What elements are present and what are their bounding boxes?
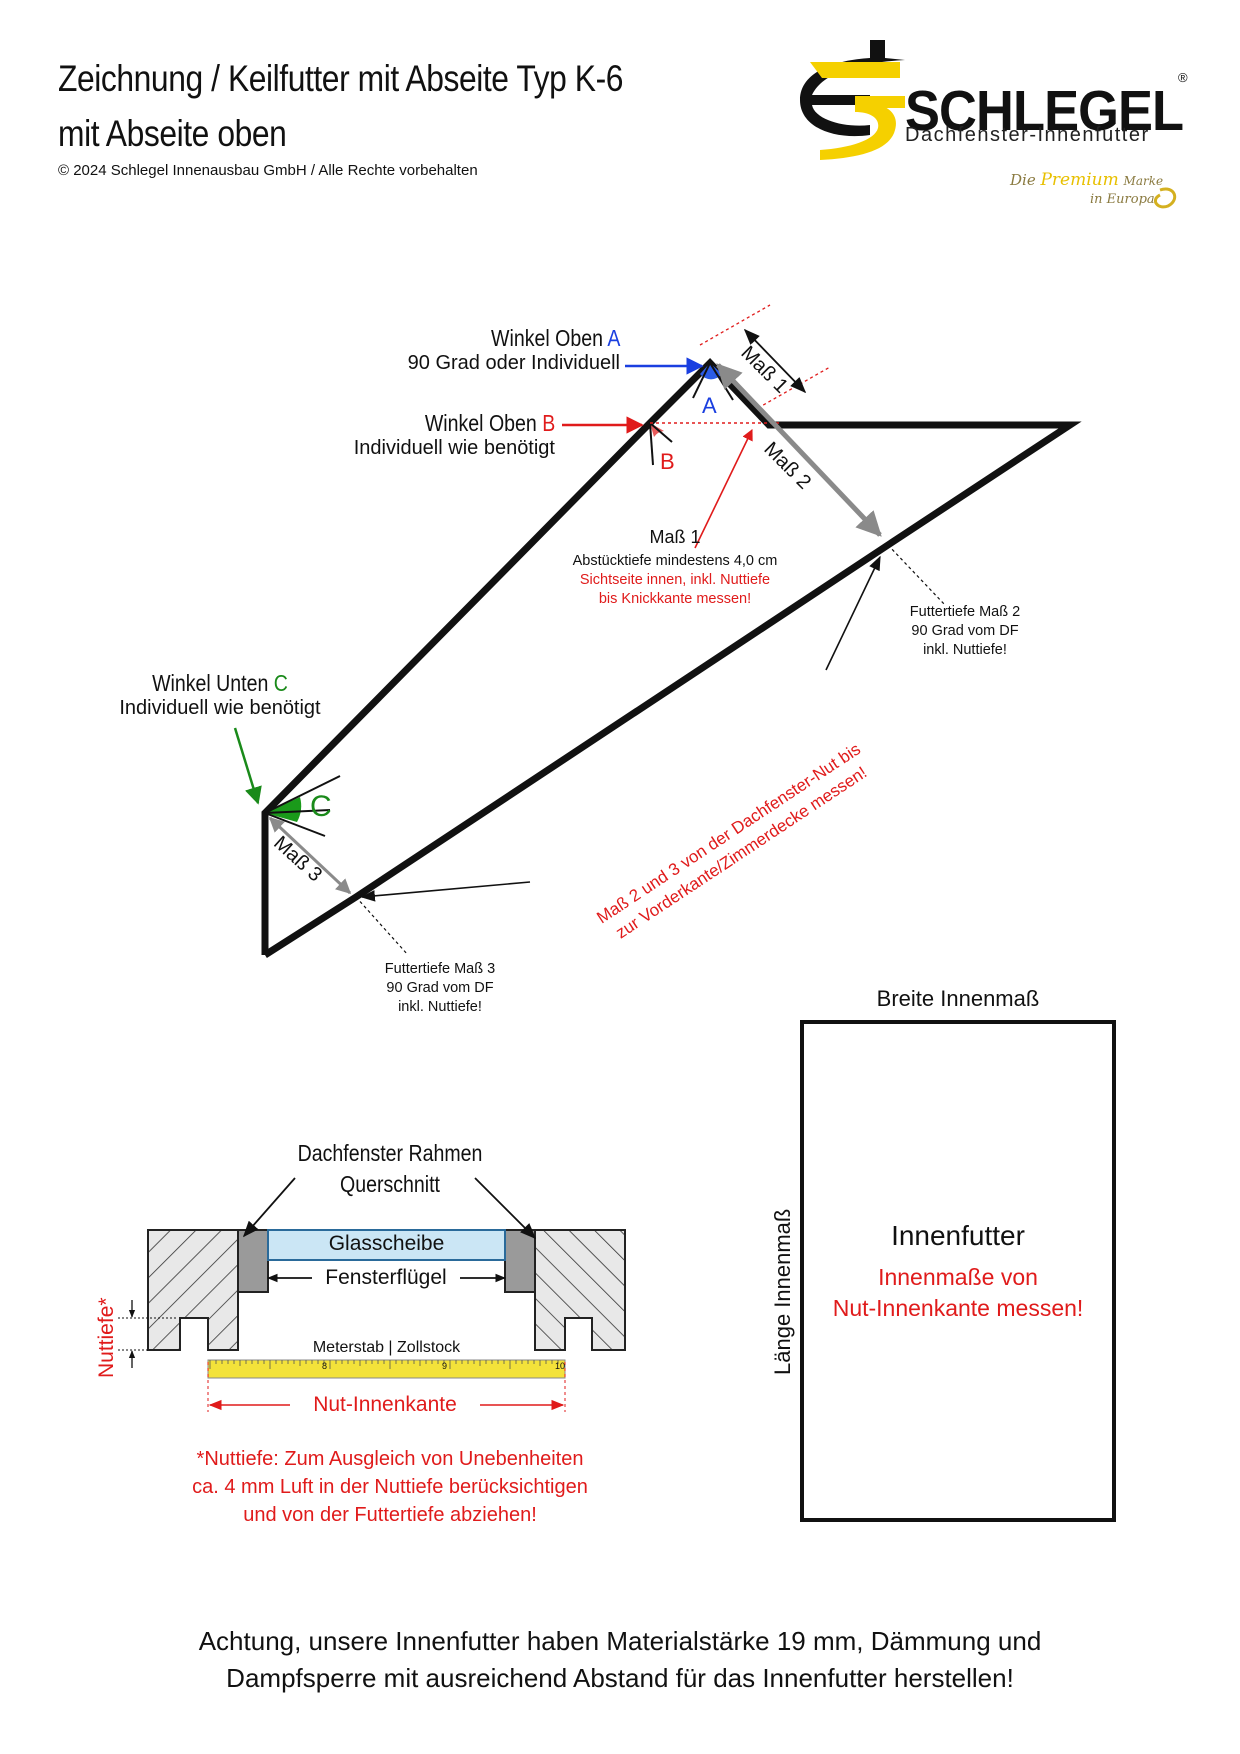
winkel-oben-a-title: Winkel Oben <box>490 325 603 351</box>
winkel-oben-b-letter: B <box>541 410 555 436</box>
winkel-oben-a-letter: A <box>606 325 620 351</box>
angle-a-letter: A <box>702 393 717 418</box>
mass3-ext-line <box>355 896 409 956</box>
mass2-ext-line <box>887 544 946 606</box>
frame-pointer-right <box>474 1177 537 1240</box>
sash-left <box>237 1229 269 1293</box>
innenfutter-title: Innenfutter <box>891 1220 1025 1251</box>
nuttiefe-note-line2: ca. 4 mm Luft in der Nuttiefe berücksich… <box>192 1476 588 1498</box>
page-title-line1: Zeichnung / Keilfutter mit Abseite Typ K… <box>58 58 624 99</box>
angle-b-letter: B <box>660 449 675 474</box>
futtertiefe2-line2: 90 Grad vom DF <box>911 623 1019 639</box>
nuttiefe-label: Nuttiefe* <box>95 1297 118 1378</box>
frame-pointer-left <box>242 1177 296 1238</box>
footer-note: Achtung, unsere Innenfutter haben Materi… <box>0 1623 1240 1697</box>
mass1-note-line3: bis Knickkante messen! <box>598 591 752 607</box>
mass1-ext-line1 <box>699 304 771 346</box>
cross-section-title-line2: Querschnitt <box>340 1171 440 1197</box>
slogan-prefix: Die <box>1010 171 1036 189</box>
slogan-suffix: Marke <box>1123 174 1164 188</box>
copyright-notice: © 2024 Schlegel Innenausbau GmbH / Alle … <box>58 162 478 179</box>
mass1-note: Maß 1 Abstücktiefe mindestens 4,0 cm Sic… <box>540 527 810 609</box>
page-title-line2: mit Abseite oben <box>58 113 287 154</box>
winkel-unten-c-text: Individuell wie benötigt <box>119 697 321 719</box>
futtertiefe3-line1: Futtertiefe Maß 3 <box>384 961 496 977</box>
winkel-oben-a-label: Winkel Oben A 90 Grad oder Individuell <box>408 325 620 375</box>
futtertiefe2-line1: Futtertiefe Maß 2 <box>909 604 1021 620</box>
sash-right <box>504 1229 536 1293</box>
logo-subtitle: Dachfenster-Innenfutter <box>905 124 1150 146</box>
logo-slogan: Die Premium Marke <box>1010 170 1163 190</box>
innenfutter-red-line2: Nut-Innenkante messen! <box>832 1295 1084 1321</box>
futtertiefe3-note: Futtertiefe Maß 3 90 Grad vom DF inkl. N… <box>365 960 515 1017</box>
winkel-unten-c-label: Winkel Unten C Individuell wie benötigt <box>100 670 340 720</box>
frame-right-profile <box>534 1229 626 1351</box>
note-pointer-mass2 <box>825 555 881 671</box>
mass1-note-line2: Sichtseite innen, inkl. Nuttiefe <box>579 572 771 588</box>
nuttiefe-note-line1: *Nuttiefe: Zum Ausgleich von Unebenheite… <box>196 1448 584 1470</box>
winkel-oben-a-text: 90 Grad oder Individuell <box>407 352 620 374</box>
nut-innenkante-label: Nut-Innenkante <box>313 1393 457 1416</box>
ruler-label: Meterstab | Zollstock <box>312 1339 461 1356</box>
angle-b-leg1 <box>649 422 673 443</box>
futtertiefe3-line3: inkl. Nuttiefe! <box>398 999 482 1015</box>
ruler-number-9: 9 <box>442 1361 448 1371</box>
innenfutter-rectangle <box>800 1020 1116 1522</box>
futtertiefe3-line2: 90 Grad vom DF <box>386 980 494 996</box>
angle-c-leg2 <box>264 809 331 814</box>
angle-a-leg1 <box>692 362 711 399</box>
ruler-number-8: 8 <box>322 1361 328 1371</box>
laenge-label: Länge Innenmaß <box>770 1208 795 1375</box>
glass-label: Glasscheibe <box>328 1232 445 1255</box>
winkel-oben-b-title: Winkel Oben <box>424 410 537 436</box>
footer-line1: Achtung, unsere Innenfutter haben Materi… <box>198 1626 1042 1656</box>
glass-pane <box>267 1229 506 1261</box>
nuttiefe-note: *Nuttiefe: Zum Ausgleich von Unebenheite… <box>130 1445 650 1529</box>
cross-section-title-line1: Dachfenster Rahmen <box>297 1140 483 1166</box>
angle-c-marker-icon <box>265 797 302 822</box>
winkel-oben-b-label: Winkel Oben B Individuell wie benötigt <box>354 410 555 460</box>
note-pointer-mass3 <box>360 881 531 902</box>
mass1-note-line1: Abstücktiefe mindestens 4,0 cm <box>572 553 778 569</box>
futtertiefe2-note: Futtertiefe Maß 2 90 Grad vom DF inkl. N… <box>890 603 1040 660</box>
innenfutter-text: Innenfutter Innenmaße von Nut-Innenkante… <box>800 1220 1116 1324</box>
ruler-body <box>207 1359 566 1379</box>
winkel-unten-c-title: Winkel Unten <box>152 670 269 696</box>
winkel-unten-c-letter: C <box>273 670 288 696</box>
footer-line2: Dampfsperre mit ausreichend Abstand für … <box>226 1663 1014 1693</box>
slogan-line2: in Europa <box>1090 192 1155 207</box>
nuttiefe-note-line3: und von der Futtertiefe abziehen! <box>243 1504 537 1526</box>
ruler-ticks <box>209 1360 559 1369</box>
mass2-dimension-arrow <box>716 363 882 537</box>
angle-b-leg2 <box>649 422 654 466</box>
cross-section-title: Dachfenster Rahmen Querschnitt <box>280 1140 500 1198</box>
winkel-c-pointer <box>233 727 262 805</box>
logo-registered: ® <box>1178 70 1188 85</box>
innenfutter-red-line1: Innenmaße von <box>878 1264 1038 1290</box>
slogan-highlight: Premium <box>1040 170 1119 190</box>
mass3-dimension-arrow <box>268 816 352 895</box>
sash-label: Fensterflügel <box>325 1266 447 1289</box>
angle-c-leg1 <box>264 775 341 814</box>
breite-label: Breite Innenmaß <box>876 986 1040 1011</box>
angle-c-letter: C <box>310 790 332 823</box>
logo-name: SCHLEGEL <box>905 79 1184 143</box>
frame-left-profile <box>147 1229 239 1351</box>
mass1-note-title: Maß 1 <box>649 527 701 547</box>
futtertiefe2-line3: inkl. Nuttiefe! <box>923 642 1007 658</box>
winkel-oben-b-text: Individuell wie benötigt <box>353 437 555 459</box>
ruler-number-10: 10 <box>555 1361 566 1371</box>
